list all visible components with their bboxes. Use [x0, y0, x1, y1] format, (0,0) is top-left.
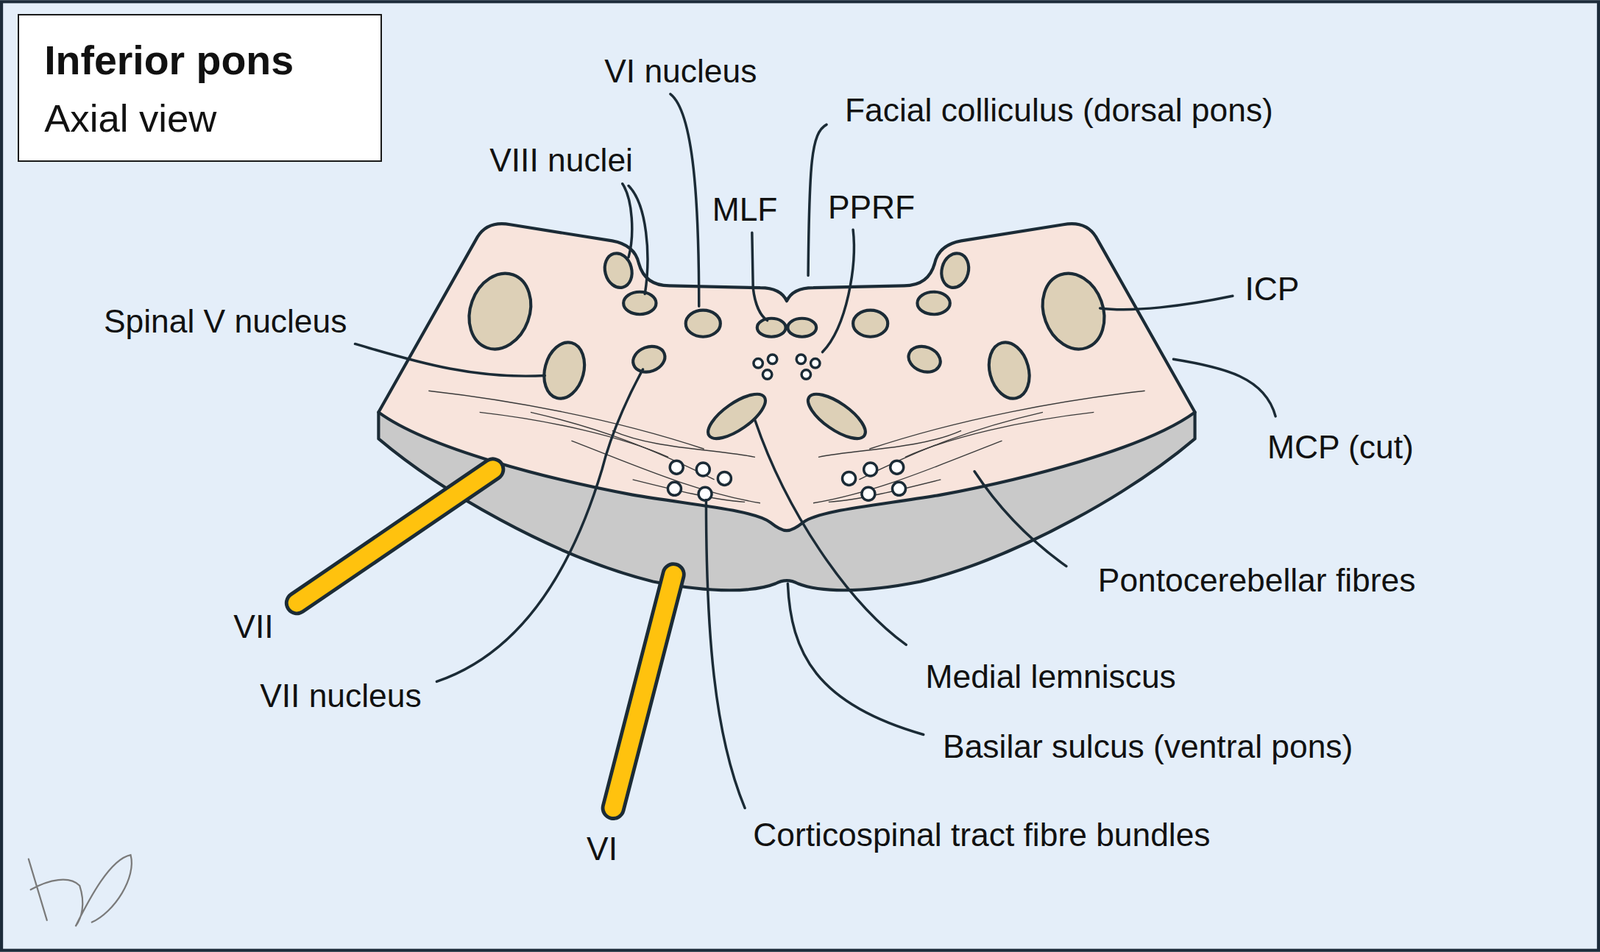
structure-label: VI nucleus [604, 51, 757, 91]
label-anchor: VI [586, 829, 618, 869]
label-anchor: VII [233, 607, 274, 647]
structure-label: ICP [1245, 269, 1300, 309]
pprf-dot [767, 354, 777, 364]
leader-line [787, 583, 923, 735]
leader-line [808, 124, 827, 276]
corticospinal-bundles [667, 460, 731, 501]
bundle-dot [696, 462, 710, 477]
label-anchor: VI nucleus [604, 51, 757, 91]
nerves [296, 469, 674, 809]
leader-line [974, 471, 1067, 567]
leader-line [670, 94, 700, 307]
bundle-dot [717, 471, 731, 486]
structure-label: MCP (cut) [1267, 427, 1414, 467]
nuclei [459, 250, 787, 447]
leader-line [354, 343, 545, 377]
fibre-line [571, 440, 760, 504]
nerve-vii [296, 469, 493, 604]
structure-label: Basilar sulcus (ventral pons) [942, 727, 1353, 767]
leader-line [628, 186, 648, 295]
title-heading: Inferior pons [19, 37, 320, 85]
label-anchor: MCP (cut) [1267, 427, 1414, 467]
label-anchor: Facial colliculus (dorsal pons) [844, 90, 1274, 130]
label-anchor: Basilar sulcus (ventral pons) [942, 727, 1353, 767]
structure-label: Pontocerebellar fibres [1098, 560, 1417, 600]
fibre-line [479, 412, 669, 458]
structure-label: Spinal V nucleus [103, 301, 347, 341]
structure-label: VII [233, 607, 274, 647]
structure-label: Facial colliculus (dorsal pons) [844, 90, 1274, 130]
structure-label: Corticospinal tract fibre bundles [752, 815, 1210, 855]
leader-line [822, 229, 855, 352]
icp-shape [459, 264, 542, 359]
vi-nucleus-shape [685, 310, 721, 338]
pons-half-mirror [787, 250, 1145, 504]
nerve-outline [613, 574, 674, 809]
leader-line [752, 232, 768, 321]
label-anchor: PPRF [827, 187, 915, 227]
title-subheading: Axial view [19, 96, 243, 142]
label-anchor: VIII nuclei [489, 140, 633, 180]
title-box: Inferior ponsAxial view [17, 13, 382, 162]
pprf-dot [753, 359, 763, 368]
structure-label: PPRF [827, 187, 915, 227]
structure-label: MLF [712, 189, 778, 229]
label-anchor: MLF [712, 189, 778, 229]
leader-line [705, 500, 745, 809]
label-anchor: Corticospinal tract fibre bundles [752, 815, 1210, 855]
bundle-dot [669, 460, 683, 474]
label-anchor: Pontocerebellar fibres [1098, 560, 1417, 600]
leader-line [755, 420, 906, 645]
leader-line [1100, 295, 1233, 310]
label-anchor: Medial lemniscus [925, 657, 1177, 697]
fibre-line [428, 390, 704, 449]
structure-label: Medial lemniscus [925, 657, 1177, 697]
leader-lines [354, 94, 1276, 809]
signature-mark [28, 855, 132, 927]
label-anchor: ICP [1245, 269, 1300, 309]
viii-nucleus-shape [601, 250, 636, 291]
label-anchor: Spinal V nucleus [103, 301, 347, 341]
structure-label: VI [586, 829, 618, 869]
leader-line [622, 183, 633, 258]
bundle-dot [698, 487, 712, 501]
fibre-line [530, 412, 715, 480]
pons-section [378, 223, 1195, 531]
mlf-shape [757, 318, 787, 338]
spinal-v-nucleus-shape [537, 337, 591, 404]
leader-line [436, 369, 643, 682]
label-anchor: VII nucleus [259, 676, 421, 716]
pprf-dot [762, 370, 772, 380]
leader-line [1173, 359, 1276, 417]
bundle-dot [667, 482, 681, 496]
vii-nucleus-shape [629, 342, 669, 377]
structure-label: VII nucleus [259, 676, 421, 716]
pprf-dots [753, 354, 778, 380]
viii-nucleus-shape [623, 292, 656, 315]
nerve-outline [296, 469, 493, 604]
nerve-vi [613, 574, 674, 809]
structure-label: VIII nuclei [489, 140, 633, 180]
